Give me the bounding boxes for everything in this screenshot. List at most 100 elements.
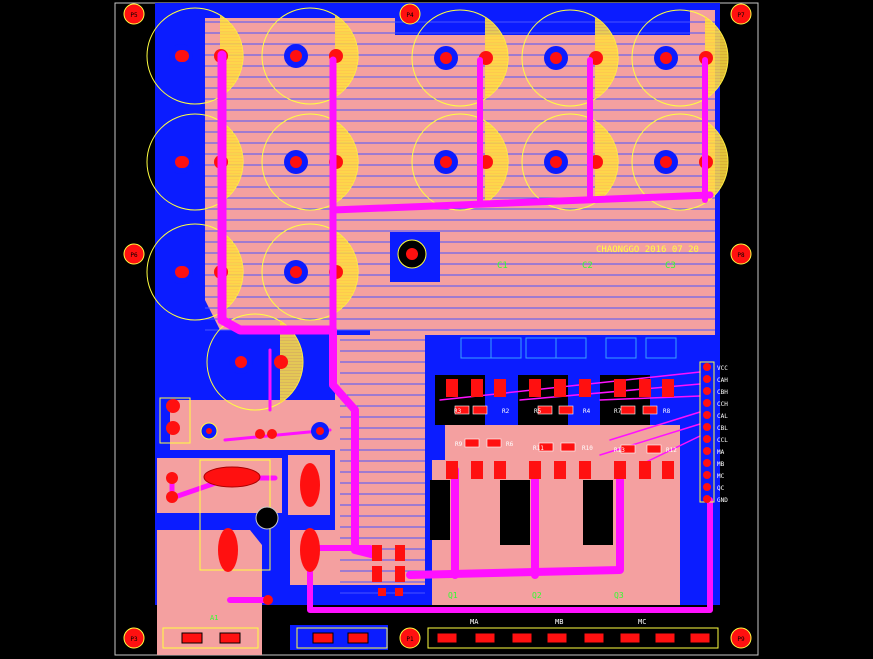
mount-hole-pad — [123, 3, 145, 25]
header-label-mc: MC — [717, 473, 725, 480]
capacitor-polarity-band — [485, 17, 509, 99]
connector-pad — [654, 632, 676, 644]
dc-jack-hole — [255, 506, 279, 530]
mount-hole-pad — [123, 627, 145, 649]
transistor-pad — [554, 379, 566, 397]
transistor-pad — [471, 461, 483, 479]
header-label-gnd: GND — [717, 497, 728, 504]
resistor-label-r8: R8 — [663, 408, 671, 415]
transistor-pad — [446, 379, 458, 397]
header-pin-qc — [703, 483, 711, 491]
mount-hole-pad — [730, 243, 752, 265]
driver-outline — [605, 337, 637, 359]
bottom-pour-connector — [290, 625, 388, 650]
connector-pad — [347, 632, 369, 644]
capacitor-polarity-band — [595, 121, 619, 203]
resistor-pad — [620, 444, 636, 454]
mount-hole-top-mid: P4 — [399, 3, 421, 25]
capacitor-pad-neg — [550, 52, 562, 64]
capacitor-polarity-band — [335, 231, 359, 313]
resistor-pad — [642, 405, 658, 415]
capacitor-pad-neg — [660, 52, 672, 64]
header-label-cbl: CBL — [717, 425, 728, 432]
header-pin-mb — [703, 459, 711, 467]
header-pin-cah — [703, 375, 711, 383]
capacitor-pad-neg — [290, 50, 302, 62]
label-c2: C2 — [582, 261, 593, 271]
resistor-label-r5: R5 — [534, 408, 542, 415]
capacitor-polarity-band — [595, 17, 619, 99]
smd-c2 — [372, 566, 382, 582]
transistor-pad — [554, 461, 566, 479]
bottom-power-connector — [296, 627, 388, 649]
trace-vplus-top — [329, 191, 714, 214]
resistor-label-r7: R7 — [614, 408, 622, 415]
transistor-pad — [662, 379, 674, 397]
gap-block-2 — [583, 480, 613, 545]
capacitor-pad-neg — [290, 266, 302, 278]
trace-gate-cah — [439, 371, 701, 401]
resistor-pad — [472, 405, 488, 415]
connector-pad — [689, 632, 711, 644]
led-via-right-core — [316, 427, 324, 435]
resistor-pad — [560, 442, 576, 452]
transistor-pad — [639, 379, 651, 397]
driver-outline — [490, 337, 522, 359]
mount-hole-top-right: P7 — [730, 3, 752, 25]
smd-r-1 — [378, 588, 386, 596]
top-copper-pour-output — [432, 460, 680, 605]
electrolytic-capacitor — [261, 113, 359, 211]
resistor-label-r2: R2 — [502, 408, 510, 415]
header-pin-cch — [703, 399, 711, 407]
capacitor-pad-neg — [235, 356, 247, 368]
transistor-pad — [446, 461, 458, 479]
smd-c3 — [395, 545, 405, 561]
mount-hole-mid-left: P6 — [123, 243, 145, 265]
label-mc: MC — [638, 618, 646, 626]
connector-pad — [181, 632, 203, 644]
header-pin-ma — [703, 447, 711, 455]
resistor-pad — [464, 438, 480, 448]
resistor-label-r4: R4 — [583, 408, 591, 415]
top-copper-pour-bottom-left — [157, 530, 262, 655]
header-label-cbh: CBH — [717, 389, 728, 396]
trace-vplus-left — [217, 50, 335, 335]
trace-gate-cal — [609, 411, 701, 441]
connector-pad — [583, 632, 605, 644]
header-label-qc: QC — [717, 485, 725, 492]
motor-connector — [427, 627, 719, 649]
led-pad-1 — [255, 429, 265, 439]
capacitor-pad-neg — [660, 156, 672, 168]
capacitor-pad-neg — [550, 156, 562, 168]
driver-outline — [645, 337, 677, 359]
electrolytic-capacitor — [411, 113, 509, 211]
transistor-pad — [662, 461, 674, 479]
connector-pad — [619, 632, 641, 644]
header-label-cah: CAH — [717, 377, 728, 384]
capacitor-pad — [177, 156, 189, 168]
mount-hole-bot-mid: P1 — [399, 627, 421, 649]
transistor-pad — [471, 379, 483, 397]
board-title: CHAONGGO 2016 07 20 — [596, 245, 699, 255]
mount-hole-mid-right: P8 — [730, 243, 752, 265]
dc-jack-pad-2 — [218, 528, 238, 572]
power-pad — [300, 528, 320, 572]
mount-hole-pad — [123, 243, 145, 265]
mount-hole-label: P3 — [130, 636, 138, 643]
trace-group — [169, 50, 714, 613]
capacitor-polarity-band — [705, 17, 729, 99]
mount-hole-bot-left: P3 — [123, 627, 145, 649]
trace-return — [307, 497, 713, 613]
connector-pad — [546, 632, 568, 644]
label-a1: A1 — [210, 614, 218, 622]
dc-pin-1 — [166, 472, 178, 484]
header-label-ccl: CCL — [717, 437, 728, 444]
header-pin-mc — [703, 471, 711, 479]
connector-pad — [219, 632, 241, 644]
label-q1: Q1 — [448, 591, 458, 600]
mount-hole-pad — [730, 3, 752, 25]
gap-block-3 — [430, 480, 450, 540]
